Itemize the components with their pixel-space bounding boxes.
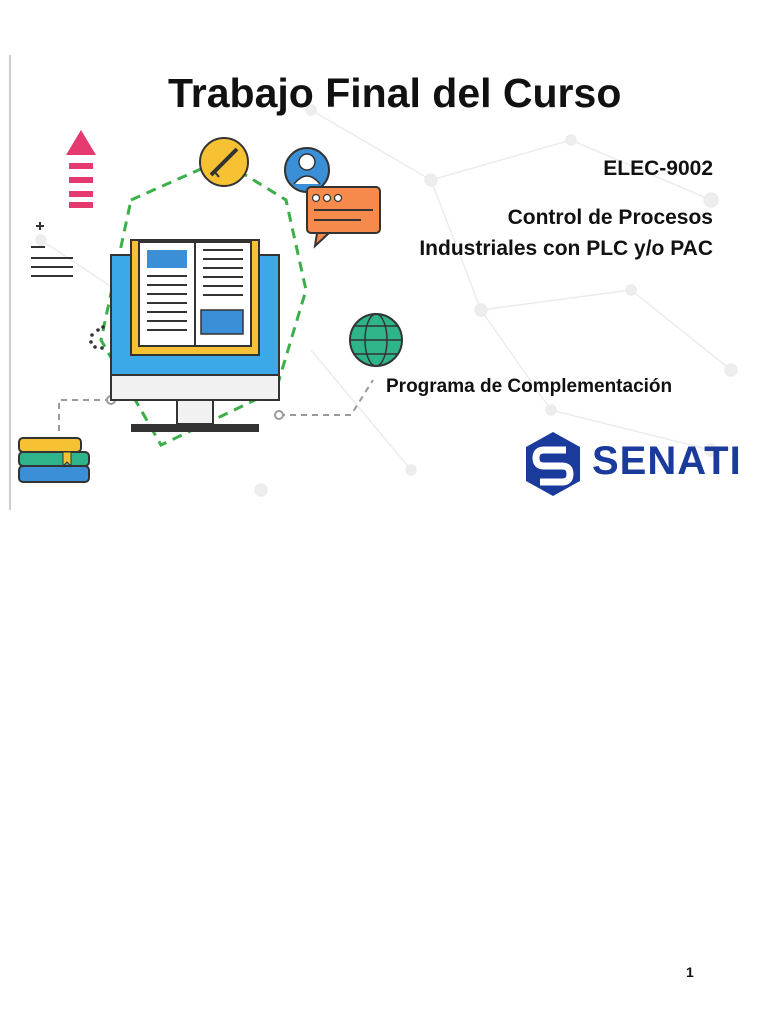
senati-logo: SENATI: [522, 430, 741, 500]
course-name-line2: Industriales con PLC y/o PAC: [419, 237, 713, 260]
books-stack-icon: [18, 437, 90, 483]
loading-dots-icon: [89, 325, 105, 350]
open-book-monitor-icon: [110, 239, 280, 432]
pencil-icon: [199, 137, 249, 187]
page-left-rule: [9, 55, 11, 510]
network-background: [35, 104, 738, 497]
course-code: ELEC-9002: [603, 157, 713, 180]
course-name-line1: Control de Procesos: [507, 206, 713, 229]
upload-arrow-icon: [66, 130, 96, 208]
senati-logo-icon: [526, 432, 580, 496]
connector-line: [58, 399, 111, 435]
user-icon: [284, 147, 330, 193]
chat-bubble-icon: [306, 186, 381, 249]
page-number: 1: [686, 964, 694, 980]
text-lines-icon: [31, 222, 73, 277]
globe-icon: [349, 313, 403, 367]
senati-wordmark: SENATI: [592, 439, 742, 483]
course-name: Control de Procesos Industriales con PLC…: [419, 202, 713, 264]
program-name: Programa de Complementación: [386, 376, 673, 397]
document-title: Trabajo Final del Curso: [168, 70, 622, 116]
cover-illustration: Trabajo Final del Curso ELEC-9002 Contro…: [11, 50, 768, 512]
